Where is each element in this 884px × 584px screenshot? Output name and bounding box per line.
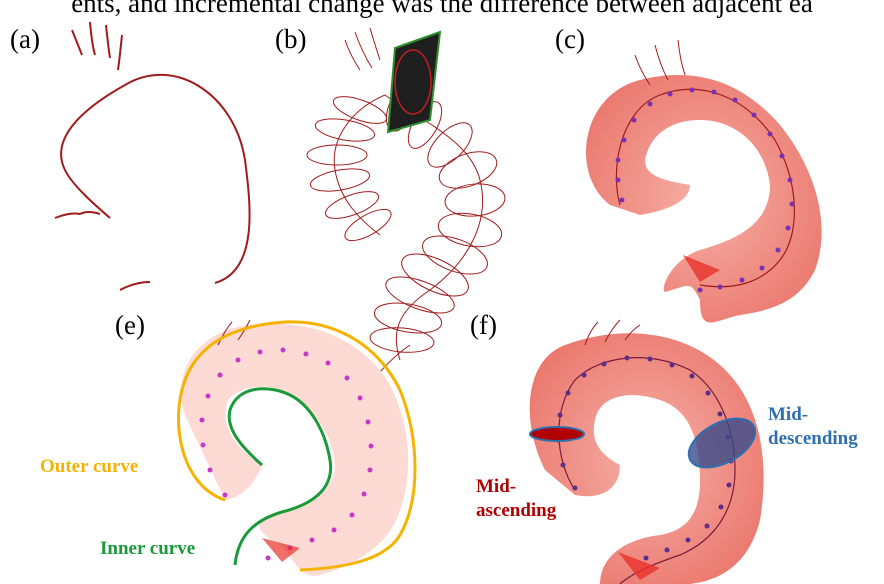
panel-label-e: (e) [115, 310, 145, 340]
panel-label-f: (f) [470, 310, 497, 340]
panel-b-plane [388, 32, 440, 132]
panel-label-b: (b) [275, 24, 306, 54]
panel-c-aorta [586, 40, 822, 323]
mid-ascending-disc [530, 427, 584, 441]
panel-label-a: (a) [10, 24, 40, 54]
mid-ascending-label-line1: Mid- [476, 476, 516, 498]
mid-descending-label-line1: Mid- [768, 404, 808, 426]
mid-descending-label-line2: descending [768, 428, 858, 450]
panel-label-c: (c) [555, 24, 585, 54]
mid-ascending-label-line2: ascending [476, 500, 556, 522]
inner-curve-label: Inner curve [100, 538, 195, 560]
panel-f-aorta [530, 320, 764, 584]
panel-e-aorta [178, 320, 415, 576]
outer-curve-label: Outer curve [40, 456, 138, 478]
panel-a-centerline [55, 22, 250, 290]
